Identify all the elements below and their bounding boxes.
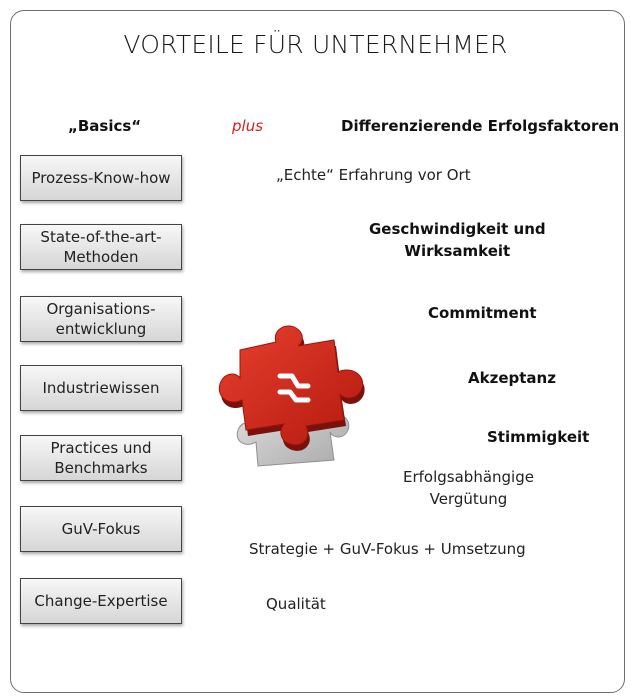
- factor-label: Strategie + GuV-Fokus + Umsetzung: [249, 540, 526, 558]
- basic-box-state-of-the-art: State-of-the-art- Methoden: [20, 224, 182, 270]
- factor-label: Vergütung: [429, 490, 508, 508]
- basic-box-prozess-know-how: Prozess-Know-how: [20, 155, 182, 201]
- basic-box-change-expertise: Change-Expertise: [20, 578, 182, 624]
- factor-qualitaet: Qualität: [266, 593, 326, 615]
- basic-box-label: Benchmarks: [54, 459, 148, 477]
- factor-strategie-guv-umsetzung: Strategie + GuV-Fokus + Umsetzung: [249, 538, 526, 560]
- factor-label: Geschwindigkeit und: [369, 220, 546, 238]
- basic-box-label: Methoden: [63, 248, 139, 266]
- basic-box-label: entwicklung: [55, 320, 147, 338]
- factor-label: Wirksamkeit: [404, 242, 511, 260]
- page-title: VORTEILE FÜR UNTERNEHMER: [123, 30, 508, 59]
- factor-erfolgsabhaengige-verguetung: Erfolgsabhängige Vergütung: [403, 466, 534, 510]
- basic-box-label: Organisations-: [46, 300, 156, 318]
- factor-label: „Echte“ Erfahrung vor Ort: [276, 166, 471, 184]
- basic-box-industriewissen: Industriewissen: [20, 365, 182, 411]
- basic-box-label: Prozess-Know-how: [31, 169, 171, 187]
- factor-label: Akzeptanz: [468, 369, 556, 387]
- plus-label: plus: [232, 117, 264, 135]
- factor-label: Qualität: [266, 595, 326, 613]
- basic-box-label: Practices und: [50, 439, 152, 457]
- factor-label: Commitment: [428, 304, 537, 322]
- factor-stimmigkeit: Stimmigkeit: [487, 426, 589, 448]
- factor-label: Stimmigkeit: [487, 428, 590, 446]
- factor-geschwindigkeit: Geschwindigkeit und Wirksamkeit: [369, 218, 546, 262]
- basic-box-label: GuV-Fokus: [61, 520, 141, 538]
- basics-header: „Basics“: [68, 117, 142, 135]
- factor-akzeptanz: Akzeptanz: [468, 367, 556, 389]
- basic-box-label: Change-Expertise: [34, 592, 168, 610]
- differentiators-header: Differenzierende Erfolgsfaktoren: [341, 117, 620, 135]
- factor-echte-erfahrung: „Echte“ Erfahrung vor Ort: [276, 164, 471, 186]
- puzzle-pieces-icon: [210, 320, 380, 470]
- basic-box-label: State-of-the-art-: [40, 228, 162, 246]
- basic-box-organisationsentwicklung: Organisations-entwicklung: [20, 296, 182, 342]
- basic-box-label: Industriewissen: [42, 379, 160, 397]
- basic-box-guv-fokus: GuV-Fokus: [20, 506, 182, 552]
- factor-label: Erfolgsabhängige: [403, 468, 534, 486]
- factor-commitment: Commitment: [428, 302, 537, 324]
